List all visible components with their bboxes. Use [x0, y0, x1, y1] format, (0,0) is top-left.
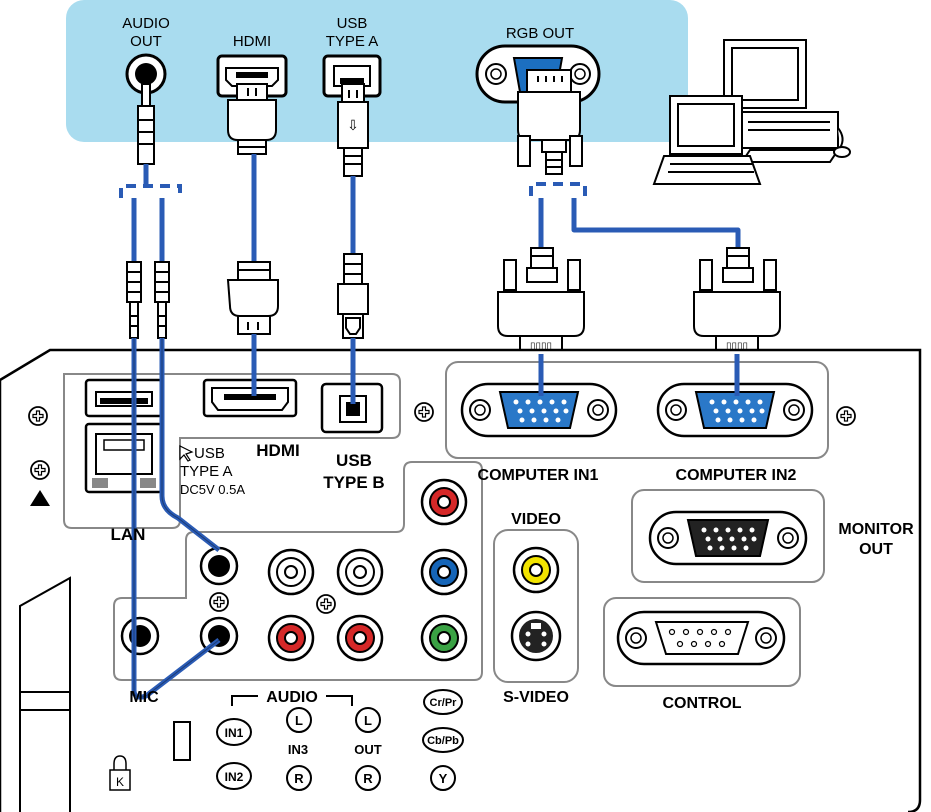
laptop-icon: [652, 95, 762, 185]
r2-label: R: [363, 771, 373, 786]
hdmi-panel-label: HDMI: [256, 441, 299, 460]
l2-badge: [355, 707, 381, 733]
audio-plug-in: [154, 261, 170, 339]
usb-a-panel-label-2: TYPE A: [180, 463, 233, 480]
cr-pr-badge: [423, 689, 463, 715]
l1-badge: [286, 707, 312, 733]
control-port: [616, 610, 786, 666]
usb-a-panel-label-3: DC5V 0.5A: [180, 482, 245, 497]
svg-text:▯▯▯▯: ▯▯▯▯: [530, 341, 552, 352]
kensington-lock-icon: K: [109, 755, 131, 791]
vga-plug-in1: ▯▯▯▯: [497, 247, 585, 355]
security-slot: [173, 721, 191, 761]
audio-in3-r-jack: [267, 614, 315, 662]
rgb-out-label: RGB OUT: [506, 25, 574, 42]
screw-icon: [30, 460, 50, 480]
l2-label: L: [364, 713, 372, 728]
usb-a-top-label-1: USB: [337, 15, 368, 32]
usb-a-top-label-2: TYPE A: [326, 33, 379, 50]
usb-a-out-port: [322, 54, 382, 98]
screw-icon: [316, 594, 336, 614]
monitor-out-label-2: OUT: [859, 541, 893, 558]
screw-icon: [209, 592, 229, 612]
cb-pb-jack: [420, 548, 468, 596]
usb-a-plug-top: ⇩: [337, 83, 369, 177]
in1-badge: [216, 718, 252, 746]
svg-text:▯▯▯▯: ▯▯▯▯: [726, 341, 748, 352]
audio-bracket: [231, 695, 353, 706]
screw-icon: [28, 406, 48, 426]
hdmi-top-label: HDMI: [233, 33, 271, 50]
s-video-label: S-VIDEO: [503, 689, 569, 706]
control-label: CONTROL: [662, 695, 741, 712]
audio-out-label-1: AUDIO: [122, 15, 170, 32]
computer-in1-label: COMPUTER IN1: [478, 467, 599, 484]
monitor-out-port: [648, 510, 808, 566]
screw-icon: [836, 406, 856, 426]
in3-label: IN3: [288, 742, 308, 757]
audio-in1-jack: [199, 546, 239, 586]
audio-out-label-2: OUT: [130, 33, 162, 50]
mic-label: MIC: [129, 689, 159, 706]
cb-pb-label: Cb/Pb: [427, 735, 459, 747]
audio-out-plug: [137, 83, 155, 165]
usb-b-label-1: USB: [336, 451, 372, 470]
cr-pr-label: Cr/Pr: [430, 697, 458, 709]
cr-pr-jack: [420, 478, 468, 526]
cables: [131, 154, 741, 262]
monitor-out-label-1: MONITOR: [838, 521, 914, 538]
usb-b-panel-port: [320, 382, 384, 434]
audio-out-l-jack: [336, 548, 384, 596]
svg-text:K: K: [116, 775, 124, 789]
mic-jack: [120, 616, 160, 656]
out-label: OUT: [354, 742, 382, 757]
r1-label: R: [294, 771, 304, 786]
audio-label: AUDIO: [266, 689, 318, 706]
r2-badge: [355, 765, 381, 791]
up-arrow-icon: [30, 490, 50, 506]
adjuster-foot: [19, 576, 71, 812]
cb-pb-badge: [422, 727, 464, 753]
in2-label: IN2: [225, 770, 244, 784]
audio-plug-mic: [126, 261, 142, 339]
computer-in2-port: [656, 382, 814, 438]
in1-label: IN1: [225, 726, 244, 740]
y-jack: [420, 614, 468, 662]
video-port: [512, 546, 560, 594]
r1-badge: [286, 765, 312, 791]
svg-text:⇩: ⇩: [347, 117, 359, 133]
hdmi-plug-projector: [226, 261, 279, 335]
computer-in2-label: COMPUTER IN2: [676, 467, 797, 484]
audio-in3-l-jack: [267, 548, 315, 596]
l1-label: L: [295, 713, 303, 728]
usb-a-panel-port: [84, 378, 164, 418]
s-video-port: [510, 610, 562, 662]
screw-icon: [414, 402, 434, 422]
computer-icon: [723, 39, 851, 163]
hdmi-plug-top: [227, 83, 277, 155]
usb-b-plug: [337, 253, 369, 339]
vga-plug-in2: ▯▯▯▯: [693, 247, 781, 355]
usb-a-panel-label-1: USB: [194, 445, 225, 462]
lan-label: LAN: [111, 525, 146, 544]
hdmi-panel-port: [202, 378, 298, 418]
y-label: Y: [439, 771, 448, 786]
usb-b-label-2: TYPE B: [323, 473, 384, 492]
computer-in1-port: [460, 382, 618, 438]
y-badge: [430, 765, 456, 791]
usb-pointer-icon: [179, 445, 194, 462]
video-label: VIDEO: [511, 511, 561, 528]
hdmi-out-port: [216, 54, 288, 98]
lan-port: [84, 422, 164, 494]
rgb-out-plug: [517, 69, 583, 175]
audio-out-r-jack: [336, 614, 384, 662]
in2-badge: [216, 762, 252, 790]
